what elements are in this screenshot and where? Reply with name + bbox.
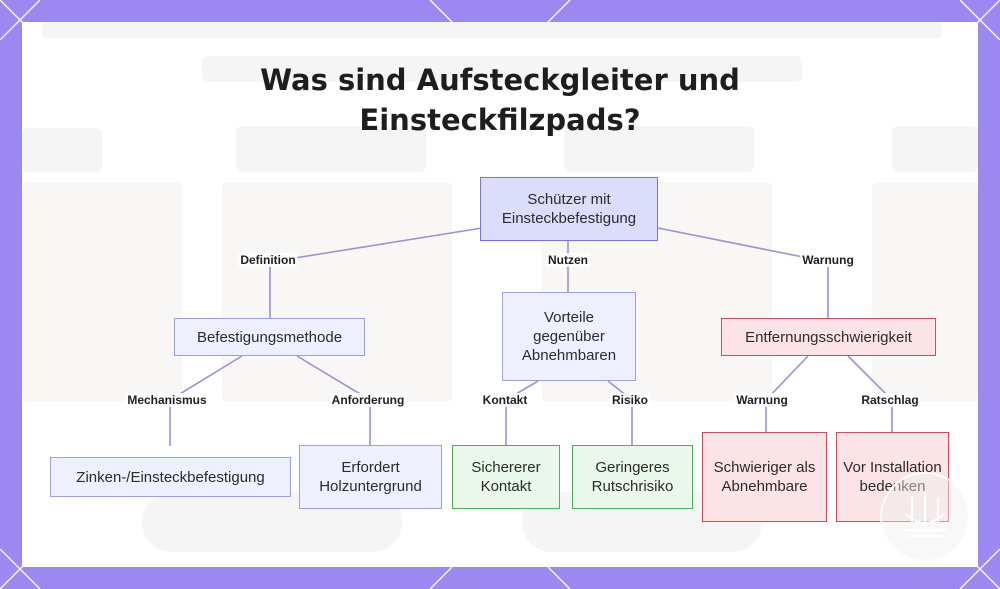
edge-label-ratschlag: Ratschlag — [859, 393, 921, 407]
background-blur-product-1 — [22, 182, 182, 402]
node-zinken: Zinken-/Einsteckbefestigung — [50, 457, 291, 497]
background-blur-tag-1 — [22, 128, 102, 172]
background-blur-bar — [42, 22, 942, 38]
background-blur-product-4 — [872, 182, 978, 402]
background-blur-tag-4 — [892, 126, 978, 172]
edge-root-entfernung — [657, 227, 829, 318]
edge-label-warnung: Warnung — [800, 253, 856, 267]
node-entfernung: Entfernungsschwierigkeit — [721, 318, 936, 356]
background-blur-product-2 — [222, 182, 452, 402]
background-blur-subtitle — [202, 56, 802, 82]
title-line-2: Einsteckfilzpads? — [359, 103, 641, 137]
edge-label-nutzen: Nutzen — [546, 253, 590, 267]
node-befestigungsmethode: Befestigungsmethode — [174, 318, 365, 356]
edge-label-risiko: Risiko — [609, 393, 651, 407]
node-rutsch: Geringeres Rutschrisiko — [572, 445, 693, 509]
node-kontakt: Sichererer Kontakt — [452, 445, 560, 509]
edge-label-mechanismus: Mechanismus — [125, 393, 209, 407]
node-schwieriger: Schwieriger als Abnehmbare — [702, 432, 827, 522]
node-root: Schützer mit Einsteckbefestigung — [480, 177, 658, 241]
edge-label-kontakt: Kontakt — [480, 393, 530, 407]
background-blur-tag-3 — [564, 126, 754, 172]
edge-label-warnung-2: Warnung — [734, 393, 790, 407]
seal-badge-icon — [880, 472, 970, 562]
edge-label-anforderung: Anforderung — [329, 393, 407, 407]
node-vorteile: Vorteile gegenüber Abnehmbaren — [502, 292, 636, 381]
node-holz: Erfordert Holzuntergrund — [299, 445, 442, 509]
edge-vorteile-kontakt — [505, 380, 539, 446]
diagram-card: Was sind Aufsteckgleiter und Einsteckfil… — [22, 22, 978, 567]
background-blur-tag-2 — [236, 126, 426, 172]
edge-label-definition: Definition — [238, 253, 298, 267]
page-title: Was sind Aufsteckgleiter und Einsteckfil… — [22, 60, 978, 140]
edge-vorteile-rutsch — [607, 380, 633, 446]
edge-root-befestigungsmethode — [269, 227, 483, 318]
title-line-1: Was sind Aufsteckgleiter und — [260, 63, 740, 97]
